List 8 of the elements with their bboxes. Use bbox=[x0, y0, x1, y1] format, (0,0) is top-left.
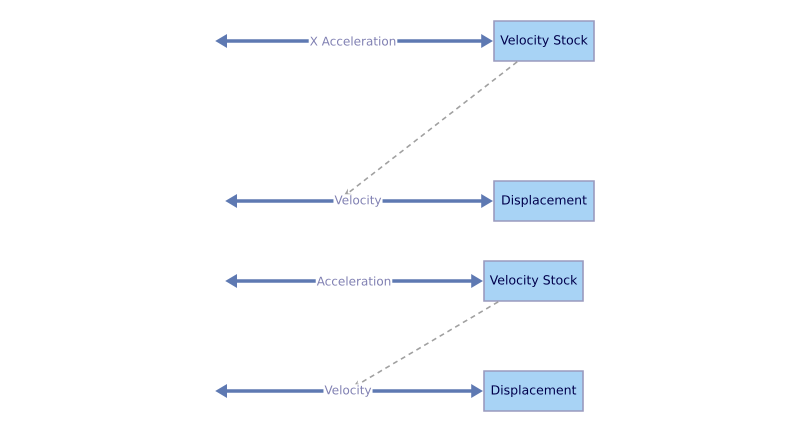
edge-label: Acceleration bbox=[316, 275, 392, 287]
stock-box: Velocity Stock bbox=[493, 20, 595, 62]
edge-label: Velocity bbox=[323, 384, 373, 398]
stock-box: Displacement bbox=[493, 180, 595, 222]
stock-box: Displacement bbox=[483, 370, 584, 412]
edge-label: X Acceleration bbox=[308, 35, 398, 47]
edge-label: Velocity bbox=[333, 194, 383, 208]
stock-box: Velocity Stock bbox=[483, 260, 584, 302]
